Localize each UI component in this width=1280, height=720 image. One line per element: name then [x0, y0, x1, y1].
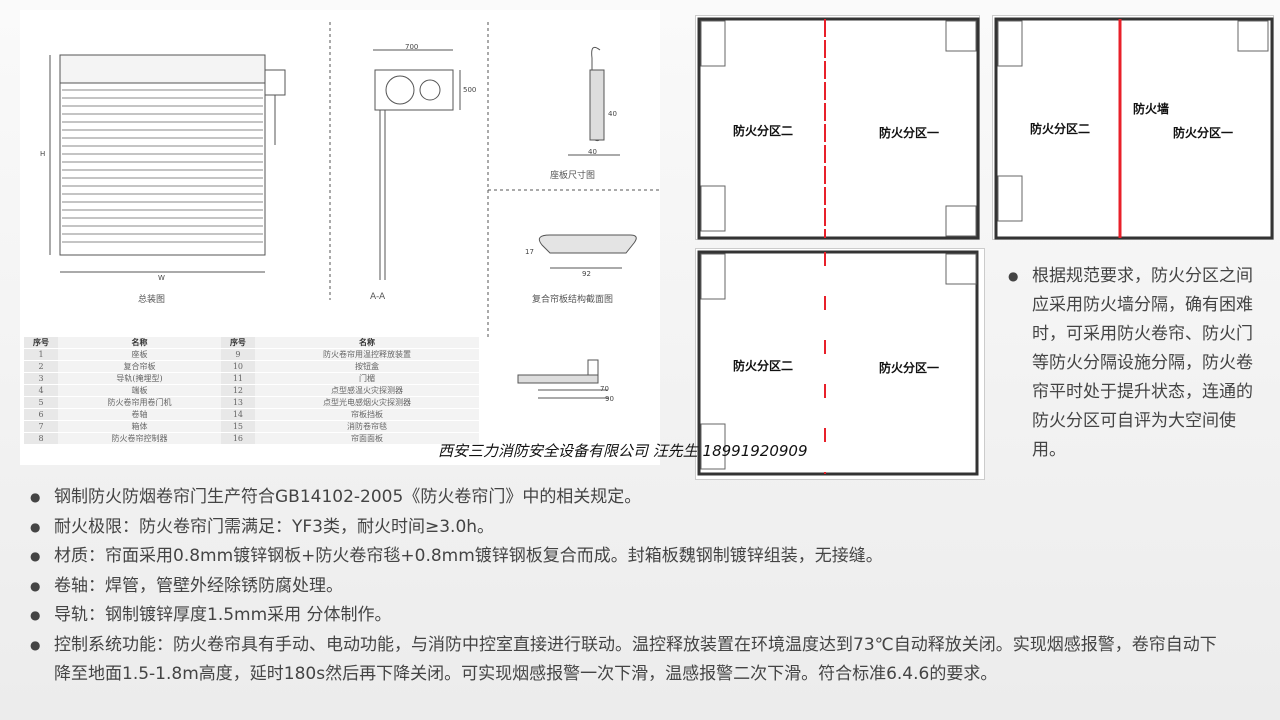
cell-name: 按钮盒	[254, 360, 479, 374]
caption-seat: 座板尺寸图	[550, 171, 596, 181]
cell-name: 点型光电感烟火灾探测器	[254, 396, 479, 410]
floor-plan-3: 防火分区二 防火分区一	[695, 248, 985, 480]
side-note: ● 根据规范要求，防火分区之间应采用防火墙分隔，确有困难时，可采用防火卷帘、防火…	[1008, 262, 1258, 465]
cell-no: 1	[24, 348, 58, 362]
dim-70: 70	[600, 385, 609, 393]
floor-plan-lines	[697, 17, 980, 240]
cell-no: 8	[24, 432, 58, 446]
cell-no: 14	[220, 408, 255, 422]
floor-plan-2: 防火分区二 防火墙 防火分区一	[992, 15, 1274, 240]
dim-700: 700	[405, 43, 419, 51]
cell-name: 防火卷帘用卷门机	[58, 396, 221, 410]
bullet-text: 耐火极限：防火卷帘门需满足：YF3类，耐火时间≥3.0h。	[54, 516, 495, 537]
header-no: 序号	[24, 337, 58, 350]
cell-name: 门楣	[254, 372, 479, 386]
cell-no: 10	[220, 360, 255, 374]
cell-name: 箱体	[58, 420, 221, 434]
cell-no: 9	[220, 348, 255, 362]
bullet-icon: ●	[30, 637, 41, 652]
cell-name: 卷轴	[58, 408, 221, 422]
header-name: 名称	[254, 337, 479, 350]
list-item: ● 卷轴：焊管，管壁外经除锈防腐处理。	[30, 572, 1230, 602]
bullet-text: 导轨：钢制镀锌厚度1.5mm采用 分体制作。	[54, 605, 392, 625]
zone-2-label: 防火分区二	[733, 124, 794, 138]
dim-W: W	[158, 274, 165, 282]
bullet-text: 卷轴：焊管，管壁外经除锈防腐处理。	[54, 575, 343, 596]
bullet-text: 控制系统功能：防火卷帘具有手动、电动功能，与消防中控室直接进行联动。温控释放装置…	[54, 634, 1217, 685]
cell-name: 消防卷帘毯	[254, 420, 479, 434]
bullet-text: 钢制防火防烟卷帘门生产符合GB14102-2005《防火卷帘门》中的相关规定。	[54, 487, 642, 507]
cell-no: 4	[24, 384, 58, 398]
zone-1-label: 防火分区一	[879, 361, 940, 375]
dim-90: 90	[605, 395, 614, 403]
dim-17: 17	[525, 248, 534, 256]
floor-plan-lines	[697, 250, 979, 476]
spec-list: ● 钢制防火防烟卷帘门生产符合GB14102-2005《防火卷帘门》中的相关规定。…	[30, 483, 1230, 690]
list-item: ● 控制系统功能：防火卷帘具有手动、电动功能，与消防中控室直接进行联动。温控释放装…	[30, 631, 1230, 690]
floor-plan-1: 防火分区二 防火分区一	[695, 15, 980, 240]
cell-name: 导轨(掩埋型)	[58, 372, 221, 386]
table-header-row: 序号 名称 序号 名称	[24, 337, 479, 350]
list-item: ● 导轨：钢制镀锌厚度1.5mm采用 分体制作。	[30, 601, 1230, 631]
bullet-icon: ●	[1008, 269, 1019, 283]
cell-no: 13	[220, 396, 255, 410]
list-item: ● 钢制防火防烟卷帘门生产符合GB14102-2005《防火卷帘门》中的相关规定。	[30, 483, 1230, 513]
bullet-icon: ●	[30, 519, 41, 534]
side-note-text: 根据规范要求，防火分区之间应采用防火墙分隔，确有困难时，可采用防火卷帘、防火门等…	[1032, 266, 1253, 460]
caption-section: A-A	[370, 292, 386, 302]
contact-watermark: 西安三力消防安全设备有限公司 汪先生 18991920909	[438, 442, 808, 460]
caption-assembly: 总装图	[138, 295, 166, 305]
header-no: 序号	[220, 337, 255, 350]
firewall-label: 防火墙	[1133, 102, 1170, 116]
cell-no: 7	[24, 420, 58, 434]
header-name: 名称	[58, 337, 221, 350]
assembly-drawings	[49, 22, 660, 340]
zone-1-label: 防火分区一	[879, 126, 940, 140]
dim-92: 92	[582, 270, 591, 278]
cell-no: 12	[220, 384, 255, 398]
bullet-text: 材质：帘面采用0.8mm镀锌钢板+防火卷帘毯+0.8mm镀锌钢板复合而成。封箱板…	[54, 546, 883, 566]
caption-composite: 复合帘板结构截面图	[532, 295, 614, 305]
seat-detail-drawing	[517, 359, 608, 399]
dim-40b: 40	[588, 148, 597, 156]
cell-no: 15	[220, 420, 255, 434]
cell-no: 5	[24, 396, 58, 410]
bullet-icon: ●	[30, 608, 41, 622]
dim-40a: 40	[608, 110, 617, 118]
bullet-icon: ●	[30, 549, 41, 563]
dim-H: H	[40, 150, 46, 158]
cell-name: 座板	[58, 348, 221, 362]
zone-2-label: 防火分区二	[733, 359, 794, 373]
list-item: ● 材质：帘面采用0.8mm镀锌钢板+防火卷帘毯+0.8mm镀锌钢板复合而成。封箱…	[30, 542, 1230, 572]
cell-no: 6	[24, 408, 58, 422]
floor-plan-lines	[994, 17, 1274, 240]
cell-name: 防火卷帘控制器	[58, 432, 221, 446]
list-item: ● 耐火极限：防火卷帘门需满足：YF3类，耐火时间≥3.0h。	[30, 513, 1230, 543]
cell-name: 帘面面板	[254, 432, 479, 446]
zone-2-label: 防火分区二	[1030, 122, 1091, 136]
dim-500: 500	[463, 86, 477, 94]
cell-name: 点型感温火灾探测器	[254, 384, 479, 398]
cell-no: 2	[24, 360, 58, 374]
cell-name: 端板	[58, 384, 221, 398]
cell-no: 16	[220, 432, 255, 446]
zone-1-label: 防火分区一	[1173, 126, 1234, 140]
bullet-icon: ●	[30, 578, 41, 593]
cell-no: 3	[24, 372, 58, 386]
bullet-icon: ●	[30, 490, 41, 504]
cell-name: 复合帘板	[58, 360, 221, 374]
cell-name: 帘板挡板	[254, 408, 479, 422]
cell-name: 防火卷帘用温控释放装置	[254, 348, 479, 362]
cell-no: 11	[220, 372, 255, 386]
